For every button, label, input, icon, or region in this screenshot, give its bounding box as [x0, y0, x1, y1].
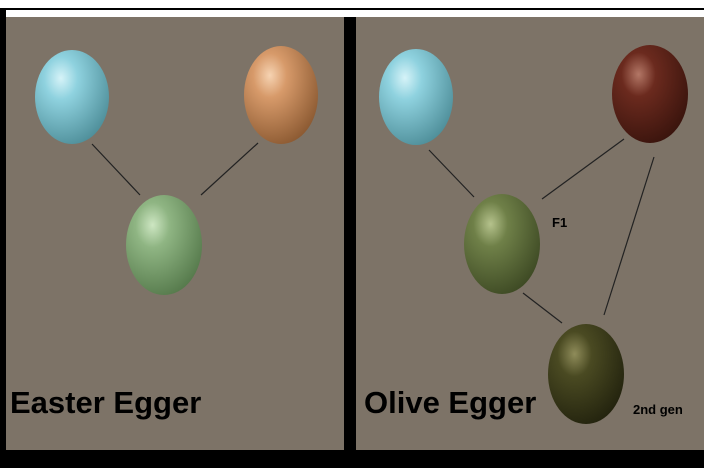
second-gen-label: 2nd gen — [633, 402, 683, 417]
connector-tan-to-green — [200, 142, 259, 196]
green-egg — [126, 195, 202, 295]
brown-egg — [612, 45, 688, 143]
blue-egg — [35, 50, 109, 144]
connector-brown-to-f1 — [541, 138, 625, 200]
olive-egg-f1 — [464, 194, 540, 294]
blue-egg — [379, 49, 453, 145]
f1-label: F1 — [552, 215, 568, 230]
bottom-border-bar — [0, 450, 704, 468]
connector-blue-to-green — [91, 143, 141, 196]
olive-egg-2nd-gen — [548, 324, 624, 424]
olive-egger-title: Olive Egger — [364, 385, 537, 420]
tan-egg — [244, 46, 318, 144]
left-border — [0, 10, 6, 450]
panel-divider — [344, 17, 356, 450]
olive-egger-panel: F1 2nd gen Olive Egger — [356, 17, 704, 450]
connector-blue-to-f1 — [428, 149, 475, 198]
easter-egger-title: Easter Egger — [10, 385, 202, 420]
easter-egger-diagram — [35, 46, 318, 295]
olive-egger-diagram — [379, 45, 688, 424]
top-border-line — [0, 8, 704, 10]
connector-f1-to-2nd-gen — [522, 292, 563, 324]
easter-egger-panel: Easter Egger — [6, 17, 344, 450]
connector-brown-to-2nd-gen — [603, 156, 655, 316]
